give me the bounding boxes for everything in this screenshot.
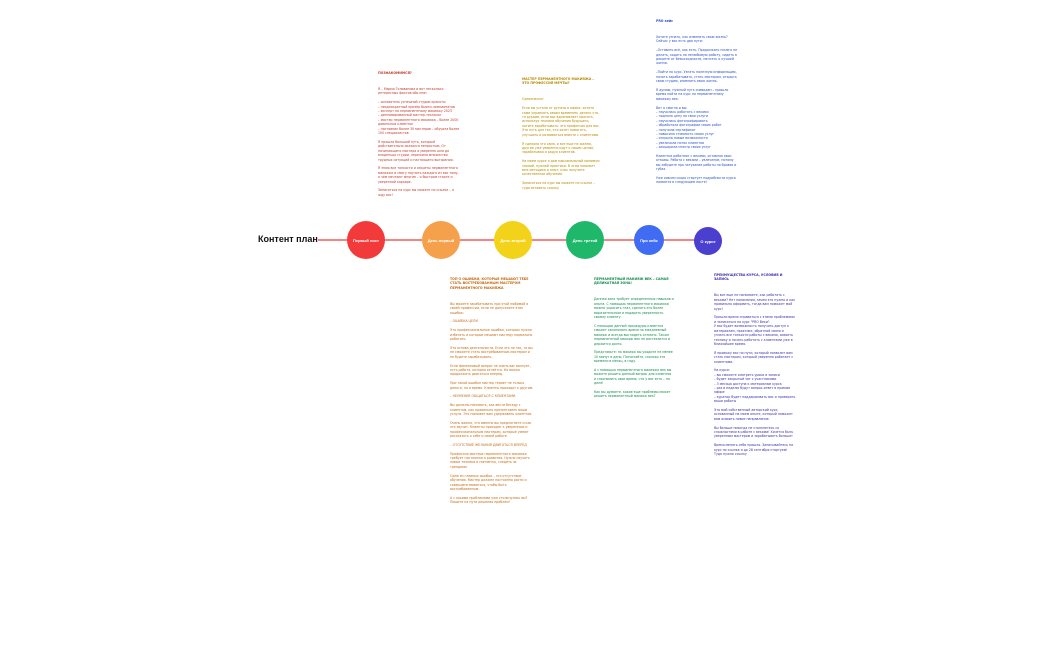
note-body: Однозначно! Если вы устали от рутины в о…: [522, 97, 600, 190]
node-label: День первый: [427, 237, 455, 243]
node-label: Про кейс: [640, 237, 658, 243]
node-day-two[interactable]: День второй: [494, 221, 532, 259]
node-day-three[interactable]: День третий: [566, 221, 604, 259]
note-body: Вы можете зарабатывать при этой любимой …: [450, 301, 534, 505]
note-body: Я – Мария Голованова и вот несколько инт…: [378, 87, 460, 197]
node-day-one[interactable]: День первый: [422, 221, 460, 259]
note-heading: ПЕРМАНЕНТНЫЙ МАКИЯЖ ВЕК – САМАЯ ДЕЛИКАТН…: [594, 276, 670, 286]
note-about-course: ПРЕИМУЩЕСТВА КУРСА, УСЛОВИЯ И ЗАПИСЬ Вы …: [714, 264, 796, 514]
page-title: Контент план: [258, 234, 318, 244]
node-about-course[interactable]: О курсе: [694, 227, 722, 255]
note-body: Хотите узнать, как изменить свою жизнь? …: [656, 35, 738, 185]
note-day-one: ТОП-3 ОШИБКИ, КОТОРЫЕ МЕШАЮТ ТЕБЕ СТАТЬ …: [450, 268, 534, 638]
note-heading: МАСТЕР ПЕРМАНЕНТНОГО МАКИЯЖА – ЭТО ПРОФЕ…: [522, 76, 596, 86]
note-pro-case: PRO кейс Хотите узнать, как изменить сво…: [656, 10, 738, 220]
note-day-three: ПЕРМАНЕНТНЫЙ МАКИЯЖ ВЕК – САМАЯ ДЕЛИКАТН…: [594, 268, 674, 428]
note-body: Данная зона требует определенных навыков…: [594, 297, 674, 399]
node-label: О курсе: [700, 238, 716, 244]
note-heading: ПОЗНАКОМИМСЯ?: [378, 70, 412, 75]
note-body: Вы все еще не понимаете, как работать с …: [714, 293, 796, 457]
node-pro-case[interactable]: Про кейс: [634, 225, 664, 255]
note-heading: PRO кейс: [656, 18, 674, 23]
note-day-two: МАСТЕР ПЕРМАНЕНТНОГО МАКИЯЖА – ЭТО ПРОФЕ…: [522, 68, 602, 213]
note-heading: ПРЕИМУЩЕСТВА КУРСА, УСЛОВИЯ И ЗАПИСЬ: [714, 272, 784, 282]
note-heading: ТОП-3 ОШИБКИ, КОТОРЫЕ МЕШАЮТ ТЕБЕ СТАТЬ …: [450, 276, 530, 290]
note-first-post: ПОЗНАКОМИМСЯ? Я – Мария Голованова и вот…: [378, 62, 460, 212]
node-label: День третий: [572, 237, 598, 243]
node-label: День второй: [500, 237, 526, 243]
node-label: Первый пост: [353, 237, 379, 243]
node-first-post[interactable]: Первый пост: [347, 221, 385, 259]
